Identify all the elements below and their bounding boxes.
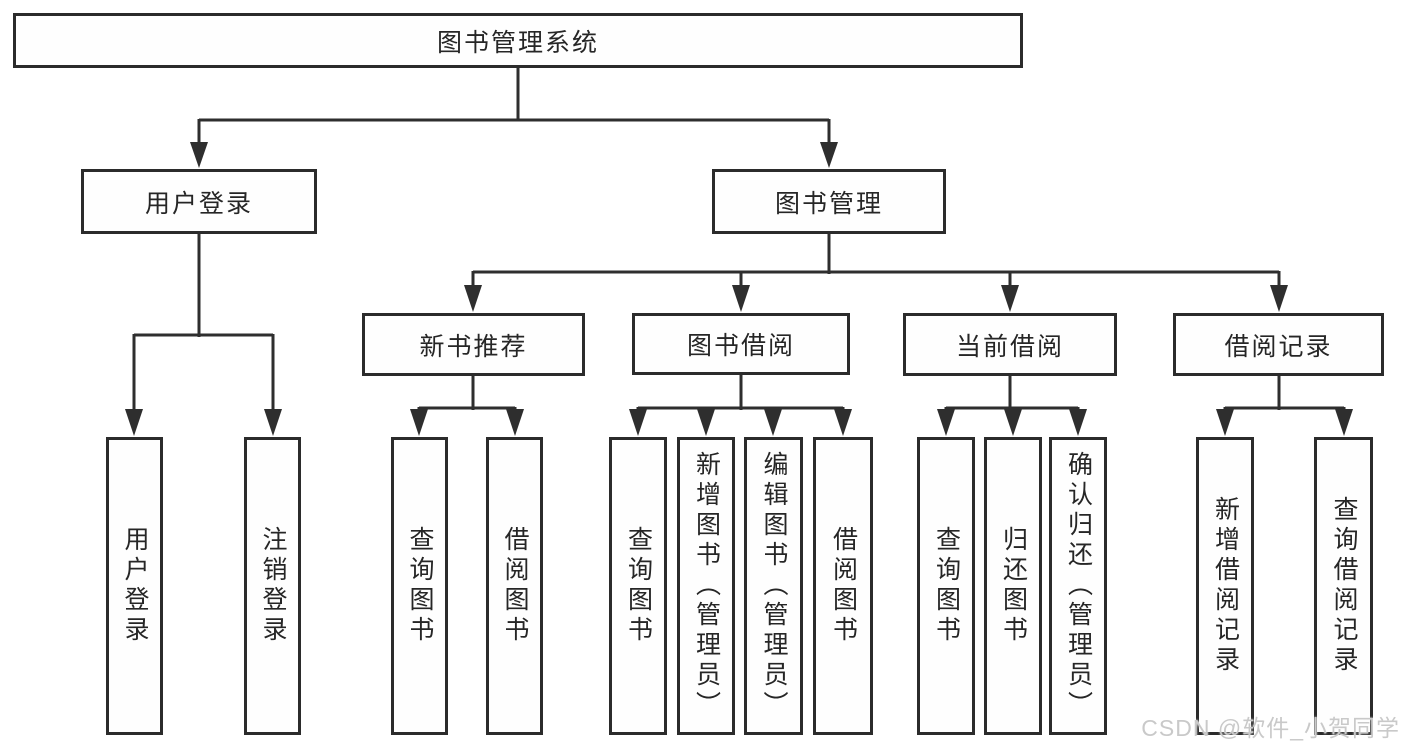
leaf-current-query-books: 查询图书 — [917, 437, 975, 735]
node-book-management: 图书管理 — [712, 169, 946, 234]
leaf-newbook-borrow-books: 借阅图书 — [486, 437, 543, 735]
node-new-book-recommend: 新书推荐 — [362, 313, 585, 376]
leaf-records-add-borrow-record: 新增借阅记录 — [1196, 437, 1254, 735]
leaf-borrowing-add-books-admin: 新增图书（管理员） — [677, 437, 735, 735]
csdn-watermark: CSDN @软件_小贺同学 — [1141, 715, 1400, 741]
leaf-records-query-borrow-record: 查询借阅记录 — [1314, 437, 1373, 735]
leaf-logout: 注销登录 — [244, 437, 301, 735]
leaf-borrowing-borrow-books: 借阅图书 — [813, 437, 873, 735]
leaf-newbook-query-books: 查询图书 — [391, 437, 448, 735]
leaf-borrowing-query-books: 查询图书 — [609, 437, 667, 735]
leaf-user-login: 用户登录 — [106, 437, 163, 735]
node-borrowing-records: 借阅记录 — [1173, 313, 1384, 376]
node-user-login: 用户登录 — [81, 169, 317, 234]
node-current-borrowing: 当前借阅 — [903, 313, 1117, 376]
leaf-borrowing-edit-books-admin: 编辑图书（管理员） — [744, 437, 803, 735]
node-library-management-system: 图书管理系统 — [13, 13, 1023, 68]
leaf-current-confirm-return-admin: 确认归还（管理员） — [1049, 437, 1107, 735]
leaf-current-return-books: 归还图书 — [984, 437, 1042, 735]
node-book-borrowing: 图书借阅 — [632, 313, 850, 375]
